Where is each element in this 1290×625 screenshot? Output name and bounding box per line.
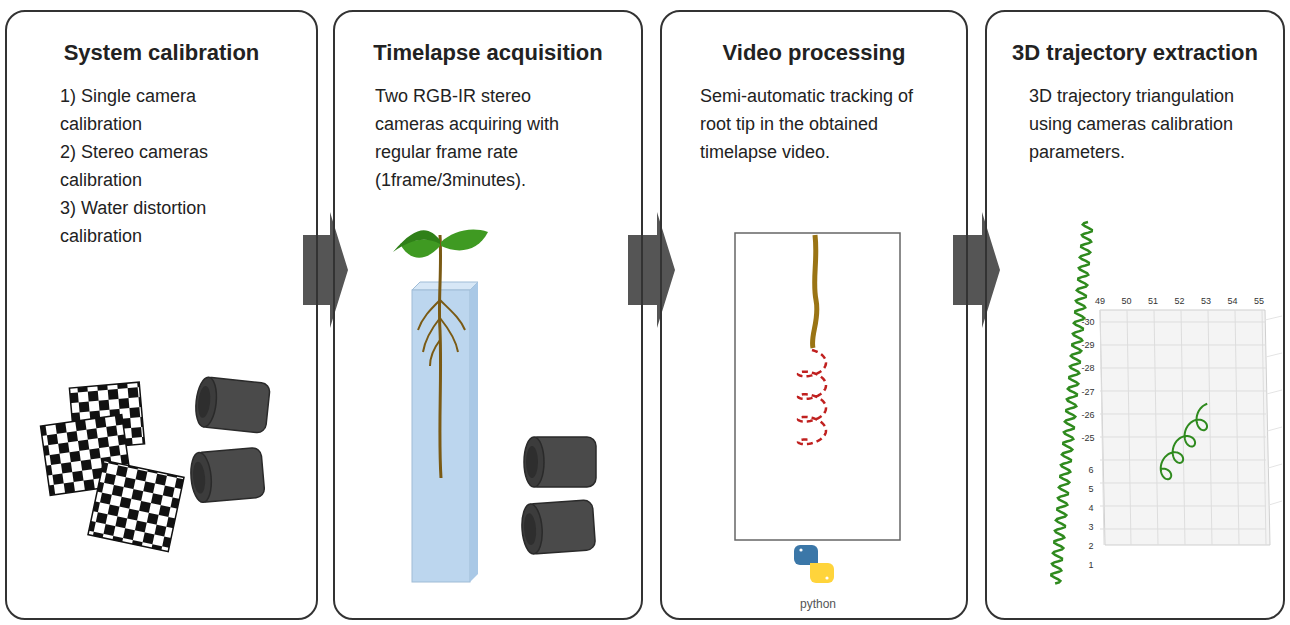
illustration-part: [1051, 222, 1092, 584]
panel-text: 3D trajectory triangulation using camera…: [1029, 82, 1273, 166]
illustration-part: [1100, 310, 1270, 545]
flow-arrow: [953, 212, 1000, 328]
root: [812, 235, 817, 348]
flow-arrow: [628, 212, 675, 328]
axis-tick: 53: [1201, 296, 1211, 306]
illustration-part: [393, 230, 440, 252]
panel-text: Semi-automatic tracking of root tip in t…: [700, 82, 938, 166]
root-tip-track: [798, 350, 826, 444]
panel-text: 2) Stereo cameras calibration: [60, 138, 265, 194]
axis-tick: 49: [1095, 296, 1105, 306]
illustration-part: [1100, 391, 1266, 392]
panel-body: Two RGB-IR stereo cameras acquiring with…: [375, 82, 603, 194]
axis-tick: -30: [1081, 317, 1094, 327]
camera-pair: [189, 376, 270, 503]
illustration-part: [88, 460, 184, 551]
illustration-part: [1100, 322, 1266, 323]
panel-body: 3D trajectory triangulation using camera…: [1029, 82, 1273, 166]
axis-tick: 1: [1088, 560, 1093, 570]
illustration-part: [794, 545, 818, 565]
panel-body: 1) Single camera calibration2) Stereo ca…: [60, 82, 265, 250]
illustration-part: [441, 230, 488, 251]
3d-trajectory-side: [1051, 222, 1092, 584]
logo-text: python: [800, 597, 836, 611]
illustration-part: [418, 300, 465, 366]
flow-arrow: [303, 212, 348, 328]
illustration-part: [1267, 427, 1282, 431]
video-frame: [735, 233, 900, 540]
axis-tick: -28: [1081, 363, 1094, 373]
illustration-part: [1100, 414, 1266, 415]
panel-heading: 3D trajectory extraction: [987, 40, 1283, 66]
axis-tick: 4: [1088, 503, 1093, 513]
panel-text: 3) Water distortion calibration: [60, 194, 265, 250]
illustration-part: [1100, 345, 1266, 346]
illustration-part: [194, 376, 271, 433]
illustration-part: [1100, 506, 1266, 507]
axis-tick: 51: [1148, 296, 1158, 306]
axis-tick: 6: [1088, 465, 1093, 475]
illustration-part: [799, 548, 802, 551]
step-panel: 3D trajectory extraction 3D trajectory tr…: [985, 10, 1285, 620]
axis-tick: -25: [1081, 433, 1094, 443]
illustration-part: [1267, 390, 1282, 394]
panel-heading: Timelapse acquisition: [335, 40, 641, 66]
panel-body: Semi-automatic tracking of root tip in t…: [700, 82, 938, 166]
illustration-part: [810, 563, 834, 583]
step-panel: Timelapse acquisitionTwo RGB-IR stereo c…: [333, 10, 643, 620]
illustration-part: [1100, 368, 1266, 369]
axis-tick: 3: [1088, 522, 1093, 532]
illustration-part: [1269, 501, 1282, 505]
panel-heading: System calibration: [7, 40, 316, 66]
axis-tick: 52: [1174, 296, 1184, 306]
3d-trajectory-plot: [1160, 404, 1207, 479]
python-logo: [794, 545, 834, 583]
illustration-part: [1100, 529, 1266, 530]
illustration-part: [439, 235, 441, 478]
illustration-part: [520, 500, 595, 555]
illustration-part: [798, 350, 826, 444]
camera-pair: [520, 437, 596, 555]
axis-tick: -27: [1081, 387, 1094, 397]
checkerboards: [41, 382, 184, 552]
illustration-part: [1100, 483, 1266, 484]
axis-tick: 54: [1227, 296, 1237, 306]
step-panel: Video processingSemi-automatic tracking …: [660, 10, 968, 620]
panel-heading: Video processing: [662, 40, 966, 66]
illustration-part: [1266, 353, 1282, 357]
panel-text: 1) Single camera calibration: [60, 82, 265, 138]
axis-tick: -29: [1081, 340, 1094, 350]
illustration-part: [1160, 404, 1207, 479]
axis-tick: 50: [1121, 296, 1131, 306]
panel-text: Two RGB-IR stereo cameras acquiring with…: [375, 82, 603, 194]
axis-tick: 5: [1088, 484, 1093, 494]
illustration-part: [1268, 464, 1282, 468]
illustration-part: [412, 282, 478, 290]
step-panel: System calibration 1) Single camera calib…: [5, 10, 318, 620]
illustration-part: [470, 282, 478, 582]
axis-tick: 55: [1254, 296, 1264, 306]
3d-plot-grid: [1100, 310, 1282, 545]
illustration-part: [1265, 316, 1282, 320]
illustration-part: [189, 447, 265, 503]
illustration-part: [825, 576, 828, 579]
illustration-part: [524, 437, 596, 487]
axis-tick: -26: [1081, 410, 1094, 420]
axis-tick: 2: [1088, 541, 1093, 551]
plant-column: [393, 230, 488, 582]
